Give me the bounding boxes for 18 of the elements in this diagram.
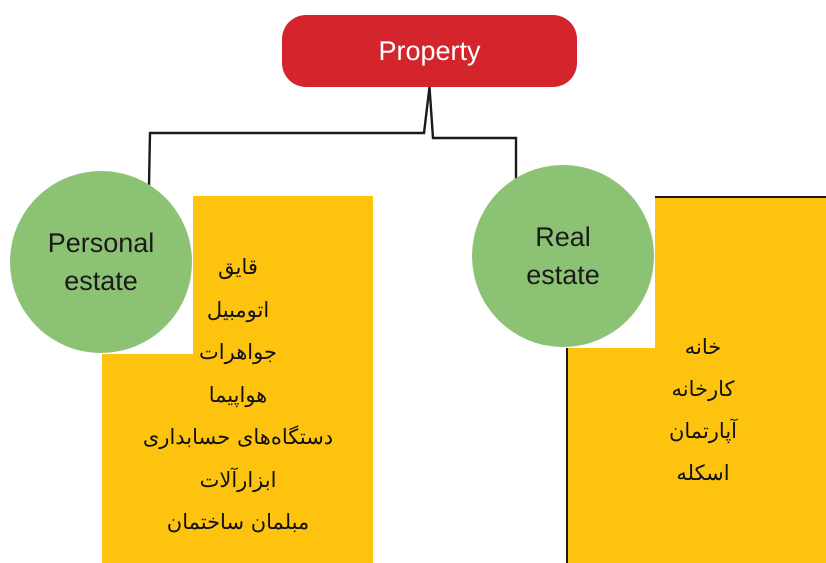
list-item: خانه <box>684 334 722 361</box>
list-box <box>655 196 826 563</box>
category-label: Personal estate <box>48 228 154 296</box>
list-item: آپارتمان <box>668 417 738 446</box>
connector-line <box>428 86 518 179</box>
title-text: Property <box>378 36 481 66</box>
list-item: قایق <box>218 254 258 282</box>
list-item: دستگاه‌های حسابداری <box>142 424 334 452</box>
list-item: جواهرات <box>199 339 277 366</box>
list-item: اتومبیل <box>206 296 270 324</box>
list-item: ابزارآلات <box>200 466 276 494</box>
connector-line <box>148 86 431 186</box>
title-box <box>282 15 577 87</box>
list-item: اسکله <box>676 460 730 487</box>
category-label: Real estate <box>526 222 600 290</box>
list-item: کارخانه <box>671 376 735 404</box>
list-item: مبلمان ساختمان <box>166 509 310 536</box>
list-item: هواپیما <box>208 382 268 410</box>
